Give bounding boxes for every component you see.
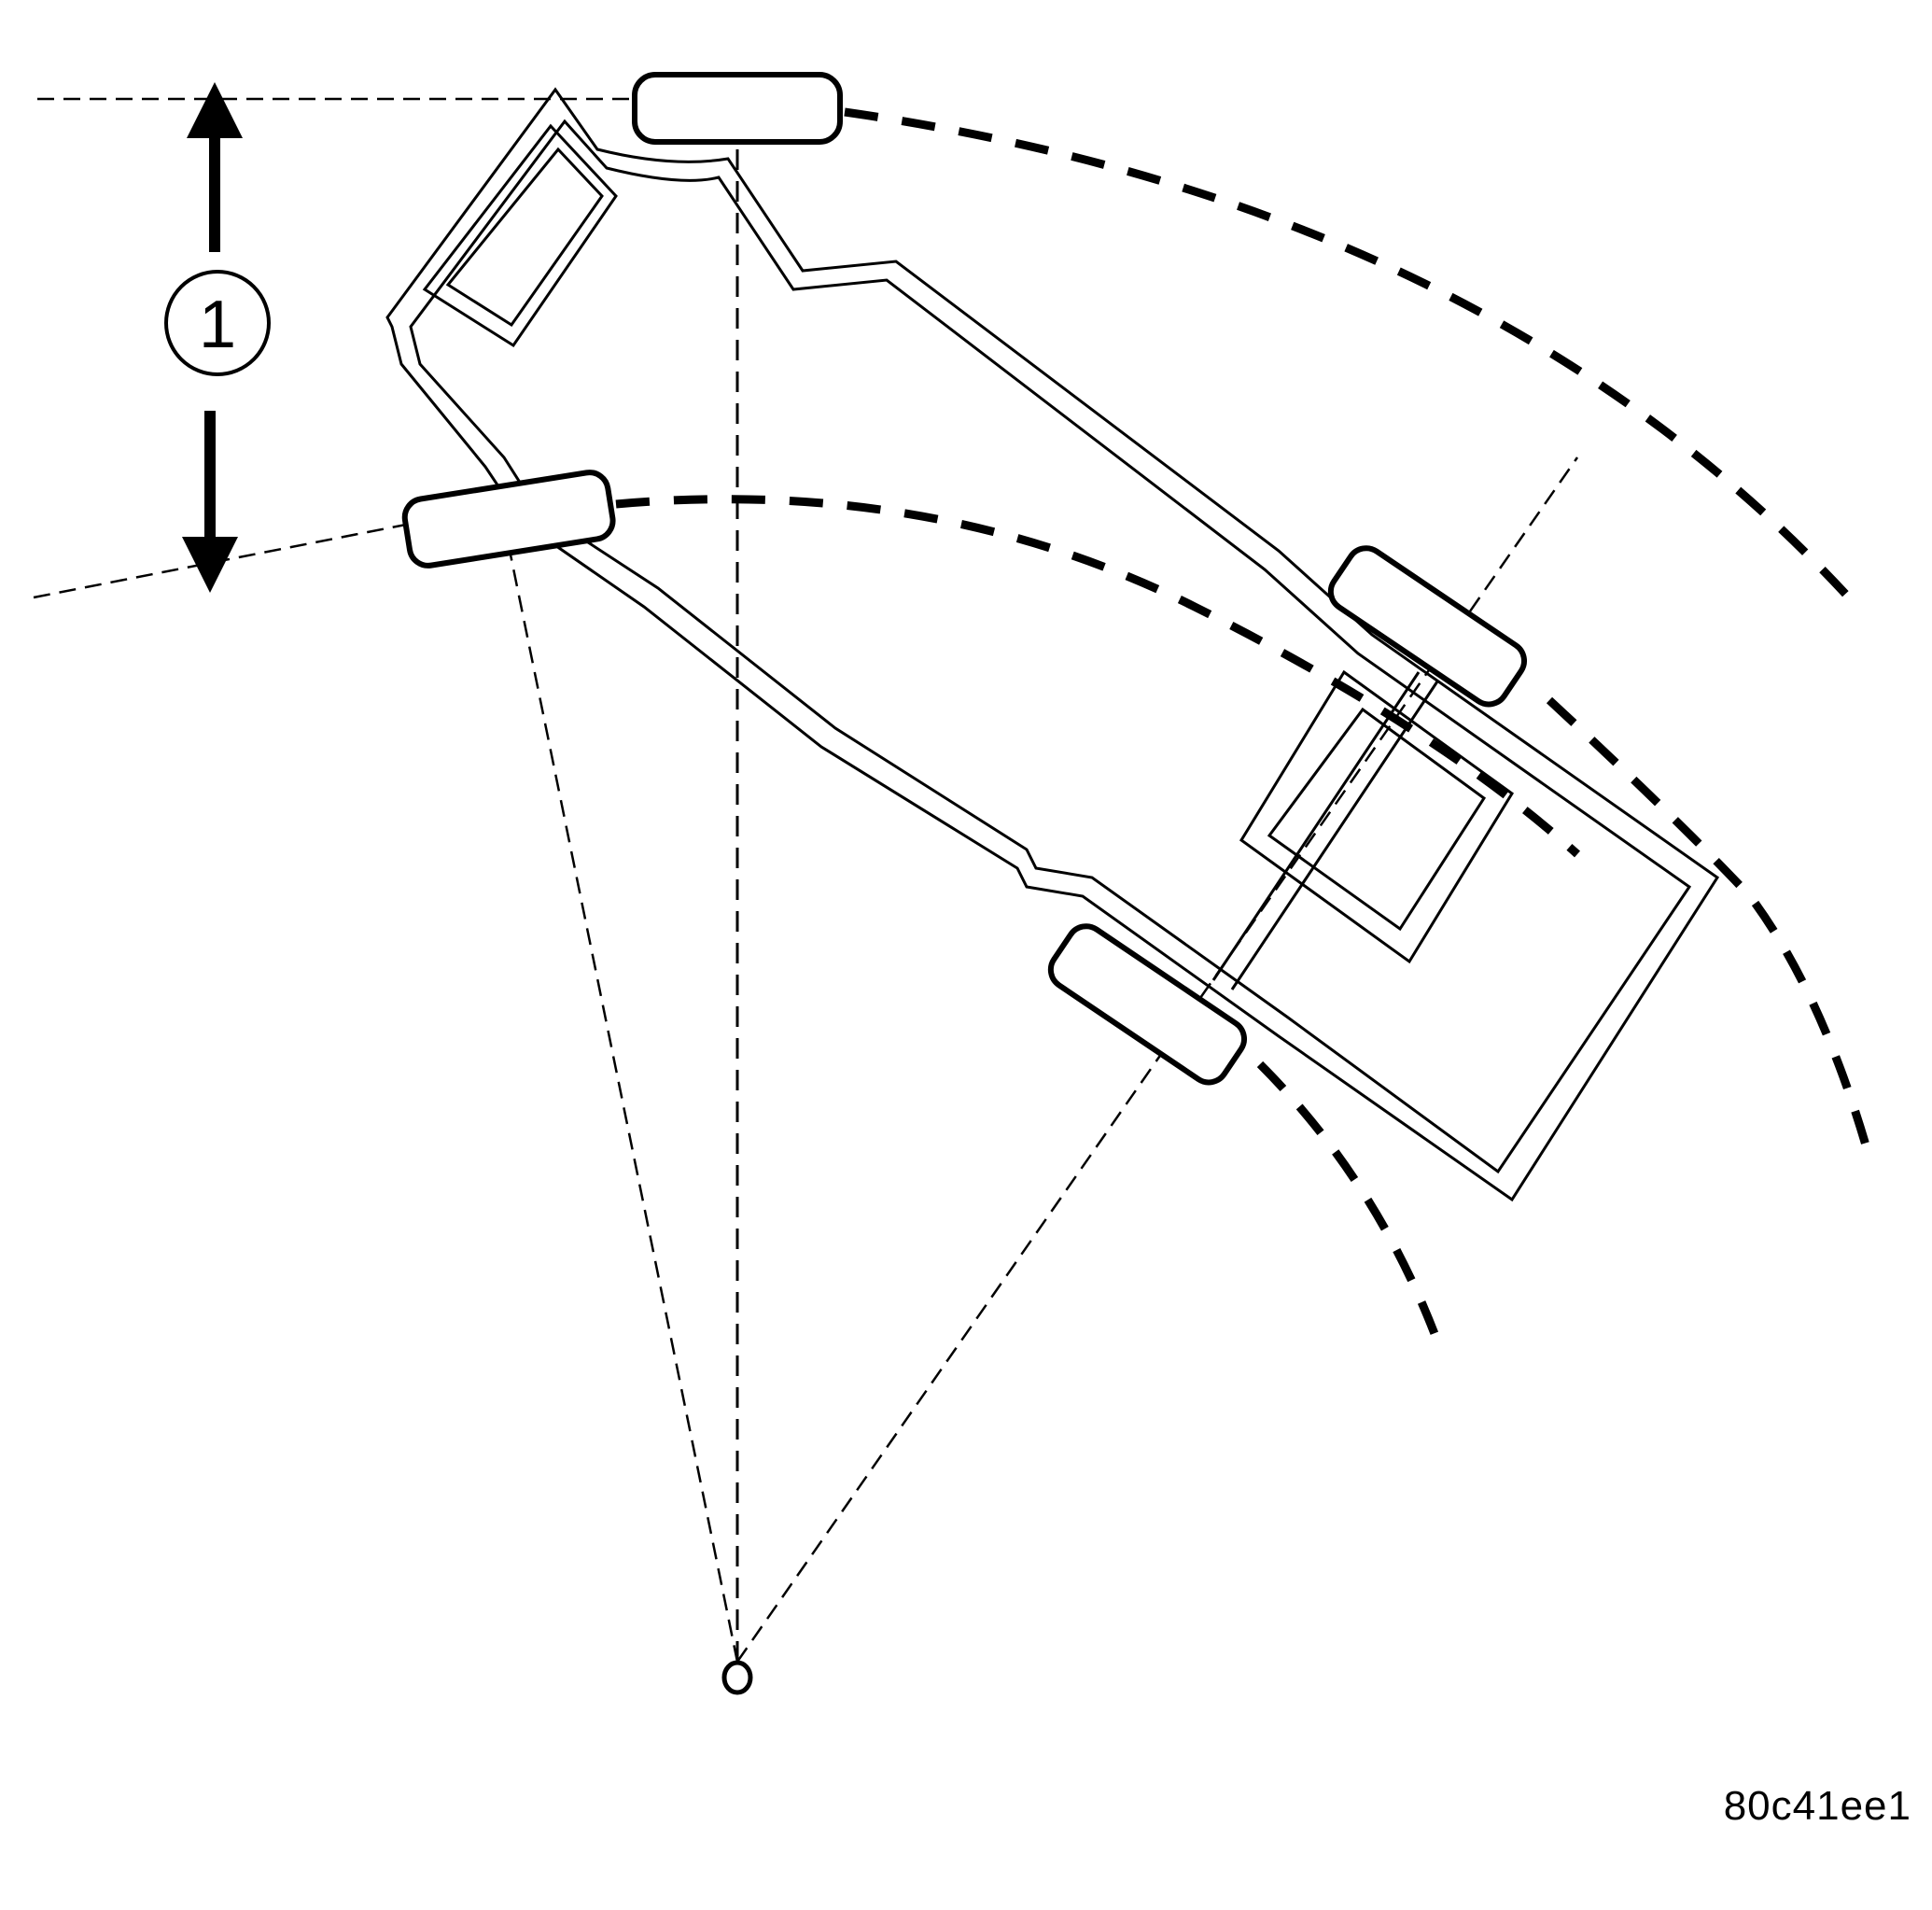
vehicle-frame — [385, 87, 1720, 1202]
turning-center-point — [721, 1660, 753, 1695]
callout-number: 1 — [199, 288, 236, 362]
outer-turning-arc-lower — [1546, 696, 1871, 1150]
callout-circle — [164, 270, 271, 376]
radius-line-left — [502, 522, 739, 1663]
radius-line-right — [735, 456, 1579, 1663]
lower-reference-line — [33, 521, 416, 599]
front-left-wheel — [401, 470, 616, 569]
rear-right-wheel — [1327, 545, 1528, 708]
outer-turning-arc — [844, 107, 1861, 611]
inner-turning-arc — [615, 495, 1581, 858]
front-right-wheel — [632, 72, 843, 145]
rear-left-wheel — [1047, 923, 1248, 1086]
figure-id-label: 80c41ee1 — [1723, 1783, 1911, 1829]
inner-turning-arc-lower — [1256, 1060, 1447, 1355]
